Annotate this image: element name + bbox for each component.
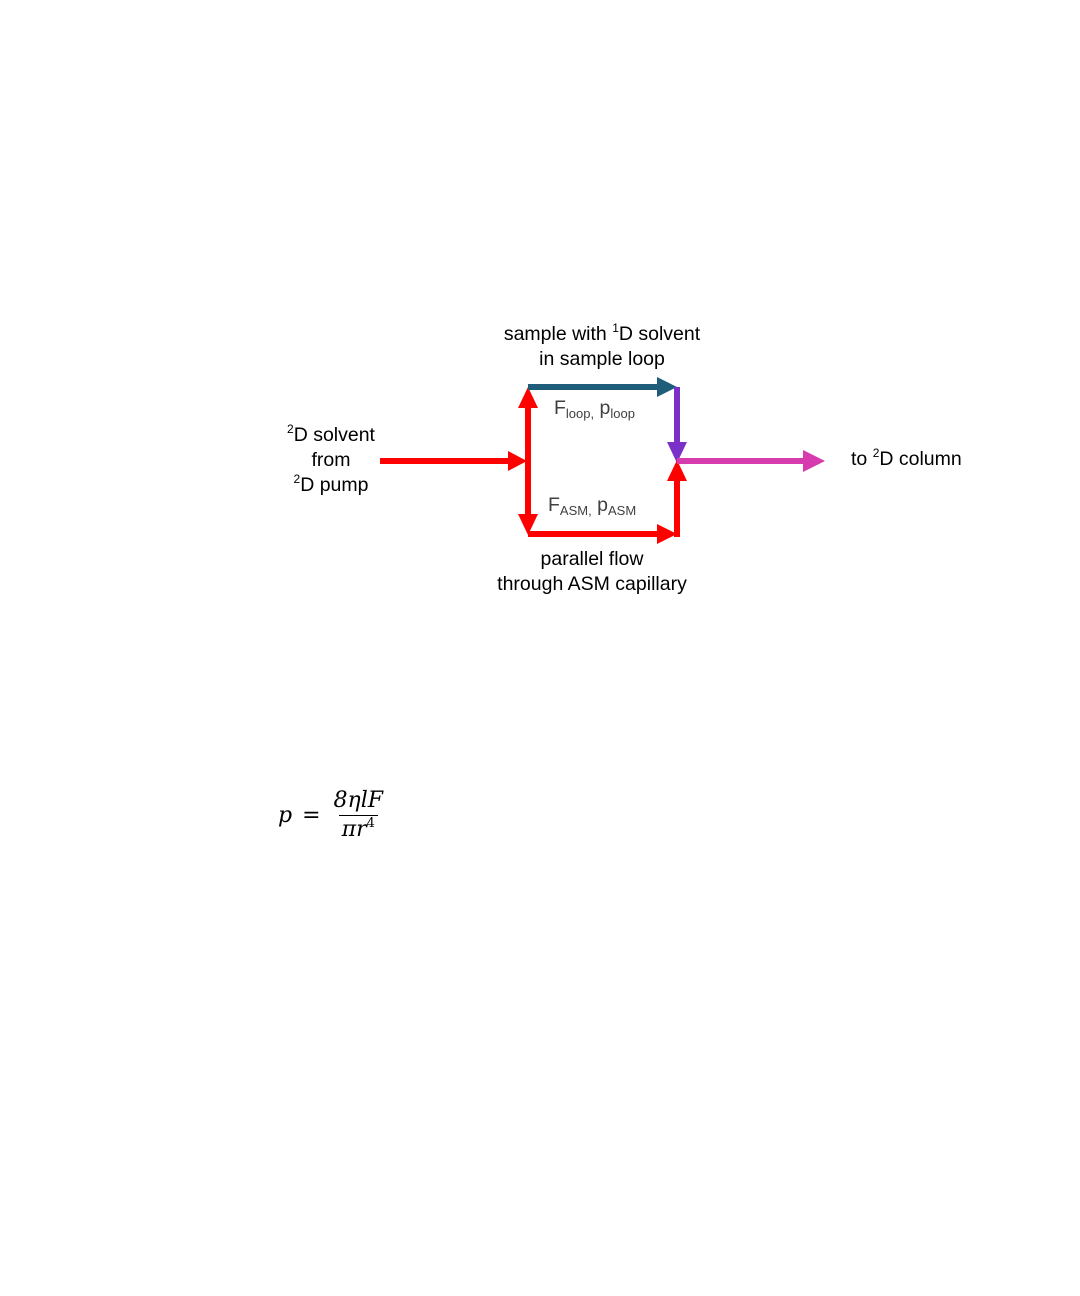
poiseuille-formula: p = 8ηlF πr4 bbox=[278, 788, 386, 842]
text: sample with bbox=[504, 323, 612, 345]
text: F bbox=[554, 397, 566, 419]
sample-loop-label-line2: in sample loop bbox=[482, 347, 722, 372]
text: πr bbox=[342, 817, 367, 842]
outlet-arrow-head bbox=[803, 450, 825, 472]
text: D column bbox=[879, 448, 961, 470]
formula-fraction: 8ηlF πr4 bbox=[331, 788, 386, 842]
text: p bbox=[592, 494, 608, 516]
solvent-source-label: 2D solvent from 2D pump bbox=[271, 423, 391, 498]
parallel-flow-line2: through ASM capillary bbox=[472, 572, 712, 597]
column-label: to 2D column bbox=[851, 447, 962, 472]
text: to bbox=[851, 448, 873, 470]
subscript: ASM bbox=[608, 503, 636, 518]
sample-loop-label: sample with 1D solvent in sample loop bbox=[482, 322, 722, 372]
superscript: 1 bbox=[612, 321, 619, 335]
text: p bbox=[594, 397, 610, 419]
solvent-source-line3: 2D pump bbox=[271, 473, 391, 498]
solvent-source-line2: from bbox=[271, 448, 391, 473]
text: D solvent bbox=[294, 424, 375, 446]
parallel-flow-line1: parallel flow bbox=[472, 547, 712, 572]
formula-equals: = bbox=[302, 803, 320, 828]
fasm-label: FASM, pASM bbox=[548, 493, 636, 518]
split-arrow-up-head bbox=[518, 387, 538, 408]
subscript: loop, bbox=[566, 406, 594, 421]
floop-label: Floop, ploop bbox=[554, 396, 635, 421]
formula-denominator: πr4 bbox=[339, 815, 378, 842]
superscript: 2 bbox=[287, 422, 294, 436]
superscript: 4 bbox=[367, 816, 375, 831]
subscript: loop bbox=[610, 406, 635, 421]
formula-numerator: 8ηlF bbox=[331, 788, 386, 815]
parallel-flow-label: parallel flow through ASM capillary bbox=[472, 547, 712, 597]
text: D solvent bbox=[619, 323, 700, 345]
subscript: ASM, bbox=[560, 503, 592, 518]
formula-lhs: p bbox=[278, 803, 292, 828]
solvent-source-line1: 2D solvent bbox=[271, 423, 391, 448]
text: F bbox=[548, 494, 560, 516]
sample-loop-label-line1: sample with 1D solvent bbox=[482, 322, 722, 347]
inlet-arrow-head bbox=[508, 451, 527, 471]
text: D pump bbox=[300, 474, 368, 496]
